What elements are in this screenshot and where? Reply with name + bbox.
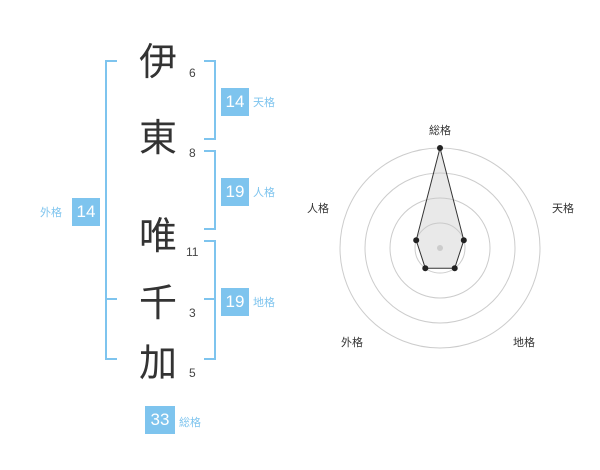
gaikaku-label: 外格 (40, 206, 62, 219)
stroke-count-1: 6 (189, 66, 196, 80)
jinkaku-label: 人格 (253, 186, 275, 199)
axis-label-soukaku: 総格 (429, 123, 451, 137)
radar-polygon (415, 147, 465, 269)
chikaku-bracket (204, 240, 216, 360)
axis-label-chikaku: 地格 (513, 335, 535, 349)
gaikaku-bracket-tick (105, 298, 117, 300)
axis-label-jinkaku: 人格 (307, 201, 329, 215)
jinkaku-bracket (204, 150, 216, 230)
soukaku-label: 総格 (179, 416, 201, 429)
radar-ring (364, 172, 516, 324)
stroke-count-5: 5 (189, 366, 196, 380)
radar-point (451, 265, 458, 272)
chikaku-value: 19 (221, 288, 249, 316)
tenkaku-value: 14 (221, 88, 249, 116)
char-2: 東 (138, 116, 177, 160)
radar-chart: 総格 天格 地格 外格 人格 (307, 123, 574, 349)
soukaku-value: 33 (145, 406, 175, 434)
chikaku-bracket-tick (204, 298, 216, 300)
jinkaku-value: 19 (221, 178, 249, 206)
stroke-count-4: 3 (189, 306, 196, 320)
axis-label-tenkaku: 天格 (552, 201, 574, 215)
tenkaku-label: 天格 (253, 96, 275, 109)
radar-ring (389, 197, 491, 299)
radar-point (437, 145, 443, 151)
char-3: 唯 (138, 214, 177, 258)
radar-center-dot (437, 245, 443, 251)
radar-point (460, 237, 467, 244)
gaikaku-value: 14 (72, 198, 100, 226)
char-1: 伊 (138, 40, 177, 84)
radar-ring (414, 222, 466, 274)
axis-label-gaikaku: 外格 (341, 335, 363, 349)
radar-point (422, 265, 429, 272)
char-4: 千 (138, 281, 177, 325)
char-5: 加 (138, 341, 177, 385)
gaikaku-bracket (105, 60, 117, 360)
stroke-count-2: 8 (189, 146, 196, 160)
radar-point (413, 237, 420, 244)
chikaku-label: 地格 (253, 296, 275, 309)
stroke-count-3: 11 (186, 245, 199, 259)
tenkaku-bracket (204, 60, 216, 140)
